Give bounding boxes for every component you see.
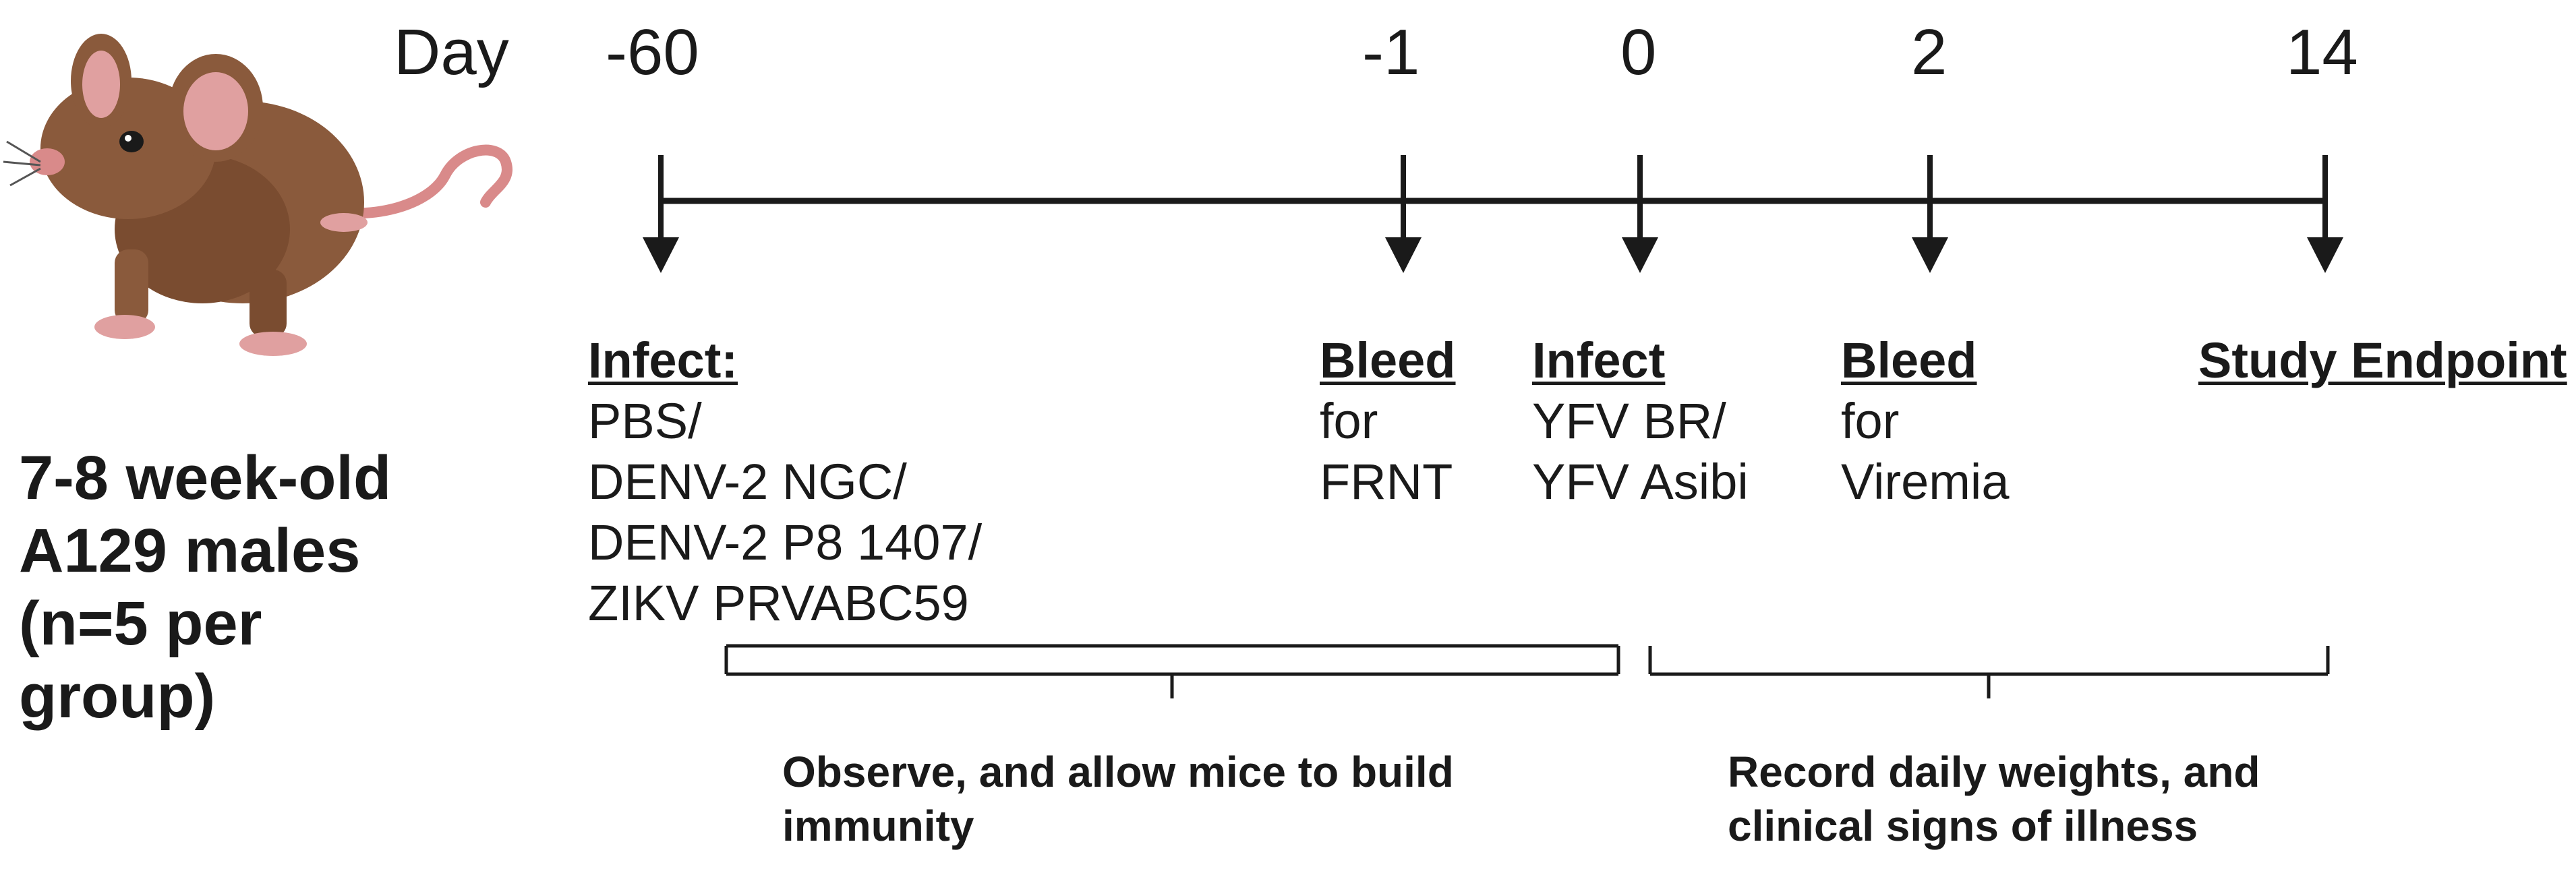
phase-line: Observe, and allow mice to build bbox=[782, 748, 1454, 796]
event-head: Bleed bbox=[1320, 332, 1456, 388]
day-axis-label: Day bbox=[394, 16, 509, 88]
phase-line: clinical signs of illness bbox=[1728, 802, 2198, 850]
group-line: group) bbox=[19, 662, 216, 731]
group-line: 7-8 week-old bbox=[19, 444, 392, 512]
event-bleed-frnt: Bleed for FRNT bbox=[1320, 330, 1456, 512]
arrow-day-minus-60 bbox=[643, 155, 679, 273]
event-head: Infect: bbox=[588, 332, 738, 388]
event-line: for bbox=[1841, 393, 1900, 449]
event-line: DENV-2 NGC/ bbox=[588, 454, 907, 510]
event-line: FRNT bbox=[1320, 454, 1453, 510]
event-line: for bbox=[1320, 393, 1378, 449]
event-line: DENV-2 P8 1407/ bbox=[588, 514, 983, 570]
phase-line: immunity bbox=[782, 802, 974, 850]
event-line: ZIKV PRVABC59 bbox=[588, 575, 969, 631]
phase-record: Record daily weights, and clinical signs… bbox=[1728, 745, 2260, 853]
group-line: A129 males bbox=[19, 516, 361, 585]
event-infect-yfv: Infect YFV BR/ YFV Asibi bbox=[1532, 330, 1749, 512]
arrow-day-2 bbox=[1912, 155, 1948, 273]
arrow-day-0 bbox=[1622, 155, 1658, 273]
event-head: Infect bbox=[1532, 332, 1666, 388]
day-label-minus-60: -60 bbox=[606, 16, 699, 88]
day-label-minus-1: -1 bbox=[1362, 16, 1420, 88]
phase-line: Record daily weights, and bbox=[1728, 748, 2260, 796]
group-description: 7-8 week-old A129 males (n=5 per group) bbox=[19, 442, 391, 733]
event-head: Bleed bbox=[1841, 332, 1977, 388]
mouse-icon bbox=[3, 34, 513, 356]
event-bleed-viremia: Bleed for Viremia bbox=[1841, 330, 2010, 512]
event-infect-primary: Infect: PBS/ DENV-2 NGC/ DENV-2 P8 1407/… bbox=[588, 330, 982, 634]
bracket-record bbox=[1648, 646, 2330, 698]
arrow-day-14 bbox=[2307, 155, 2343, 273]
arrow-day-minus-1 bbox=[1385, 155, 1422, 273]
event-line: Viremia bbox=[1841, 454, 2010, 510]
event-head: Study Endpoint bbox=[2198, 332, 2567, 388]
day-label-14: 14 bbox=[2286, 16, 2358, 88]
group-line: (n=5 per bbox=[19, 589, 262, 658]
day-label-2: 2 bbox=[1911, 16, 1948, 88]
day-label-0: 0 bbox=[1620, 16, 1657, 88]
bracket-observe bbox=[724, 644, 1620, 698]
event-study-endpoint: Study Endpoint bbox=[2198, 330, 2567, 391]
event-line: YFV Asibi bbox=[1532, 454, 1749, 510]
phase-observe: Observe, and allow mice to build immunit… bbox=[782, 745, 1454, 853]
event-line: YFV BR/ bbox=[1532, 393, 1726, 449]
event-line: PBS/ bbox=[588, 393, 702, 449]
